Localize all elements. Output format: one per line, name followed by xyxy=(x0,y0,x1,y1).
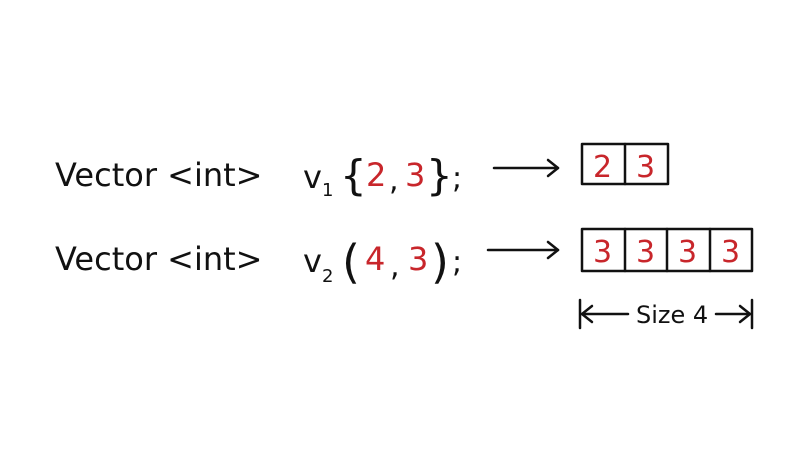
row-1-var-subscript: 1 xyxy=(322,180,333,201)
row-2-var-subscript: 2 xyxy=(322,266,333,287)
size-dimension: Size 4 xyxy=(578,298,754,330)
row-2-cell-4: 3 xyxy=(721,235,740,270)
size-label: Size 4 xyxy=(636,301,708,329)
row-2-cell-1: 3 xyxy=(593,235,612,270)
row-1-arrow xyxy=(492,158,560,178)
row-2-var-name: v xyxy=(303,242,322,280)
row-2: Vector <int> v 2 ( 4 , 3 ) ; 3 3 3 3 xyxy=(55,227,754,330)
row-2-cell-3: 3 xyxy=(678,235,697,270)
row-2-arg-2: 3 xyxy=(408,240,428,278)
row-2-comma: , xyxy=(390,249,400,284)
row-2-semicolon: ; xyxy=(452,245,462,280)
row-1-comma: , xyxy=(389,163,399,198)
row-2-arg-1: 4 xyxy=(365,240,385,278)
row-2-type-text: Vector <int> xyxy=(55,240,262,278)
row-1-cell-2: 3 xyxy=(636,150,655,185)
row-2-arrow xyxy=(486,240,560,260)
row-1-open-bracket: { xyxy=(340,151,367,200)
row-1-type-text: Vector <int> xyxy=(55,156,262,194)
row-1: Vector <int> v 1 { 2 , 3 } ; 2 3 xyxy=(55,142,670,201)
row-1-semicolon: ; xyxy=(452,161,462,196)
row-1-array-box: 2 3 xyxy=(580,142,670,186)
row-1-arg-1: 2 xyxy=(366,156,386,194)
row-1-var-name: v xyxy=(303,158,322,196)
row-1-close-bracket: } xyxy=(426,151,453,200)
row-1-arg-2: 3 xyxy=(405,156,425,194)
row-2-array-box: 3 3 3 3 xyxy=(580,227,754,273)
row-2-cell-2: 3 xyxy=(636,235,655,270)
row-1-cell-1: 2 xyxy=(593,150,612,185)
row-2-close-bracket: ) xyxy=(431,235,449,289)
row-2-open-bracket: ( xyxy=(342,235,360,289)
